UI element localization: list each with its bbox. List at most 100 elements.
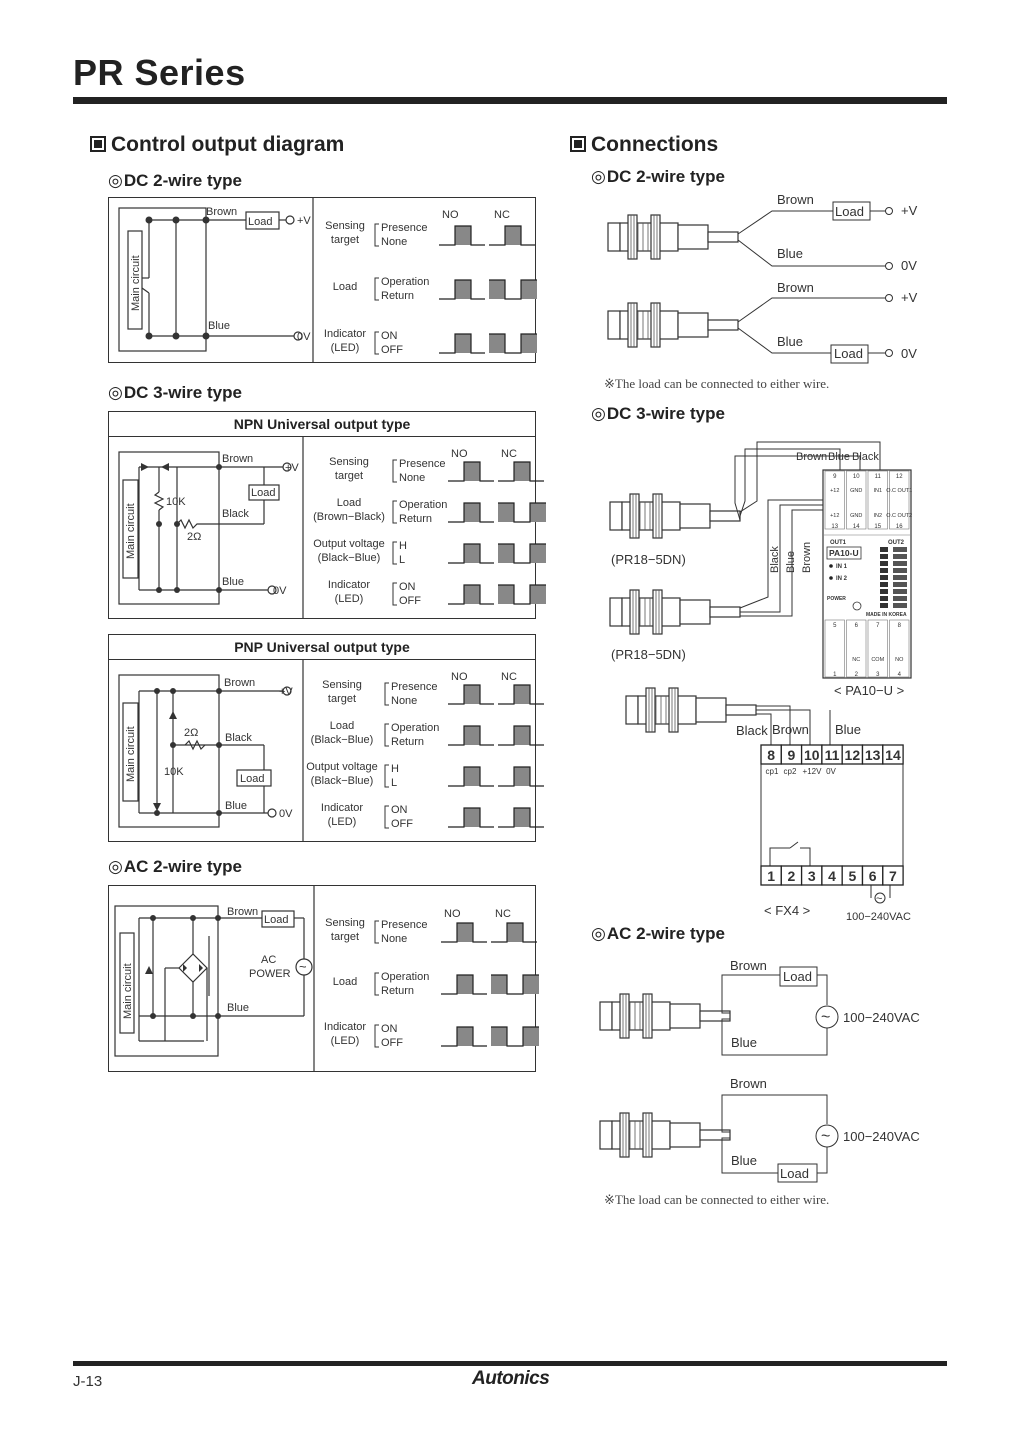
nc-waveform <box>489 279 537 300</box>
ac-source-icon: ~ <box>821 1128 830 1145</box>
terminal-number: 5 <box>833 623 837 629</box>
no-waveform <box>448 766 494 787</box>
state-label: ON <box>399 581 416 593</box>
heading-text: DC 3-wire type <box>606 404 725 423</box>
terminal-number: 14 <box>885 747 901 763</box>
terminal-label: +12 <box>830 488 839 494</box>
in2-label: IN 2 <box>836 576 848 582</box>
wire-black-label: Black <box>736 723 768 738</box>
state-label: OFF <box>381 344 403 356</box>
load-label: Load <box>835 204 864 219</box>
heading-ac2-connections: ◎AC 2-wire type <box>591 924 725 944</box>
state-label: Presence <box>399 458 445 470</box>
wire-black-label: Black <box>852 451 879 463</box>
double-circle-icon: ◎ <box>591 924 606 943</box>
load-label: Load <box>264 914 288 926</box>
state-label: OFF <box>391 818 413 830</box>
double-circle-icon: ◎ <box>108 857 123 876</box>
row-label: (Black−Blue) <box>318 552 381 564</box>
wire-brown-label: Brown <box>222 453 253 465</box>
pa10-terminal <box>824 470 845 530</box>
terminal-sub-label: cp1 <box>766 767 779 776</box>
no-label: NO <box>451 448 468 460</box>
pa10-terminal <box>889 619 910 678</box>
pnp-diagram-panel: PNP Universal output type Brown +V <box>108 634 544 842</box>
zero-v-label: 0V <box>297 331 311 343</box>
pa10-caption: < PA10−U > <box>834 683 904 698</box>
wire-brown-label: Brown <box>224 677 255 689</box>
page-number: J-13 <box>73 1373 103 1390</box>
brand-logo: Autonics <box>472 1368 550 1389</box>
terminal-sub-label: cp2 <box>784 767 797 776</box>
no-waveform <box>448 725 494 746</box>
terminal-number: 4 <box>828 868 836 884</box>
wire-brown-vertical: Brown <box>801 542 813 573</box>
terminal-number: 11 <box>825 747 840 763</box>
zero-v-label: 0V <box>901 346 917 361</box>
heading-text: DC 2-wire type <box>606 167 725 186</box>
state-label: None <box>381 933 407 945</box>
row-label: (LED) <box>335 593 364 605</box>
zero-v-label: 0V <box>901 258 917 273</box>
terminal-number: 12 <box>896 474 903 480</box>
load-label: Load <box>783 969 812 984</box>
terminal-label: O.C OUT2 <box>886 513 912 519</box>
header-rule <box>73 97 947 104</box>
terminal-number: 10 <box>853 474 860 480</box>
terminal-label: GND <box>850 513 862 519</box>
terminal-number: 15 <box>874 524 881 530</box>
state-label: Operation <box>381 971 429 983</box>
state-label: None <box>399 472 425 484</box>
nc-label: NC <box>494 209 510 221</box>
nc-waveform <box>498 807 544 828</box>
row-label: Load <box>330 720 354 732</box>
state-label: L <box>391 777 397 789</box>
terminal-label: NO <box>895 657 904 663</box>
bracket <box>374 1024 379 1048</box>
nc-waveform <box>498 502 546 523</box>
state-label: Operation <box>399 499 447 511</box>
out2-label: OUT2 <box>888 540 905 546</box>
npn-diagram-panel: NPN Universal output type <box>108 411 546 619</box>
terminal-label: GND <box>850 488 862 494</box>
terminal-label: IN1 <box>873 488 882 494</box>
load-label: Load <box>834 346 863 361</box>
no-waveform <box>448 684 494 705</box>
row-label: (LED) <box>331 1035 360 1047</box>
nc-waveform <box>498 684 544 705</box>
dc2-diagram-svg: Brown Load +V Blue 0V Main circuit NO NC… <box>118 198 537 362</box>
wire-black-vertical: Black <box>769 546 781 573</box>
heading-dc2-diagram: ◎DC 2-wire type <box>108 171 242 191</box>
no-label: NO <box>451 671 468 683</box>
footer-rule <box>73 1361 947 1366</box>
pnp-diagram-svg: Brown +V 2Ω Black 10K Load Blue 0V Main … <box>118 659 544 841</box>
load-label: Load <box>248 216 272 228</box>
bracket <box>392 541 397 565</box>
nc-waveform <box>498 725 544 746</box>
terminal-number: 13 <box>865 747 881 763</box>
ac-source-icon: ~ <box>821 1009 830 1026</box>
row-label: Indicator <box>324 328 367 340</box>
wire-brown-label: Brown <box>227 906 258 918</box>
pa10-terminal <box>846 619 867 678</box>
state-label: ON <box>391 804 408 816</box>
square-bullet-icon <box>570 136 586 152</box>
row-label: target <box>335 470 363 482</box>
ac-source-icon: ~ <box>876 893 882 905</box>
supply-label: 100−240VAC <box>843 1010 920 1025</box>
dc3-connection-pa10: Brown Blue Black Black Blue Brown (PR18−… <box>609 441 912 698</box>
wire-brown-label: Brown <box>772 722 809 737</box>
state-label: Presence <box>381 919 427 931</box>
resistor-2ohm-label: 2Ω <box>187 531 201 543</box>
npn-panel-header: NPN Universal output type <box>109 412 535 437</box>
no-waveform <box>448 502 494 523</box>
heading-text: AC 2-wire type <box>123 857 242 876</box>
terminal-number: 1 <box>767 868 775 884</box>
bracket <box>392 582 397 606</box>
bracket <box>384 682 389 706</box>
fx4-caption: < FX4 > <box>764 903 810 918</box>
pa10-terminal <box>824 619 845 678</box>
terminal-sub-label: 0V <box>826 767 836 776</box>
double-circle-icon: ◎ <box>108 171 123 190</box>
